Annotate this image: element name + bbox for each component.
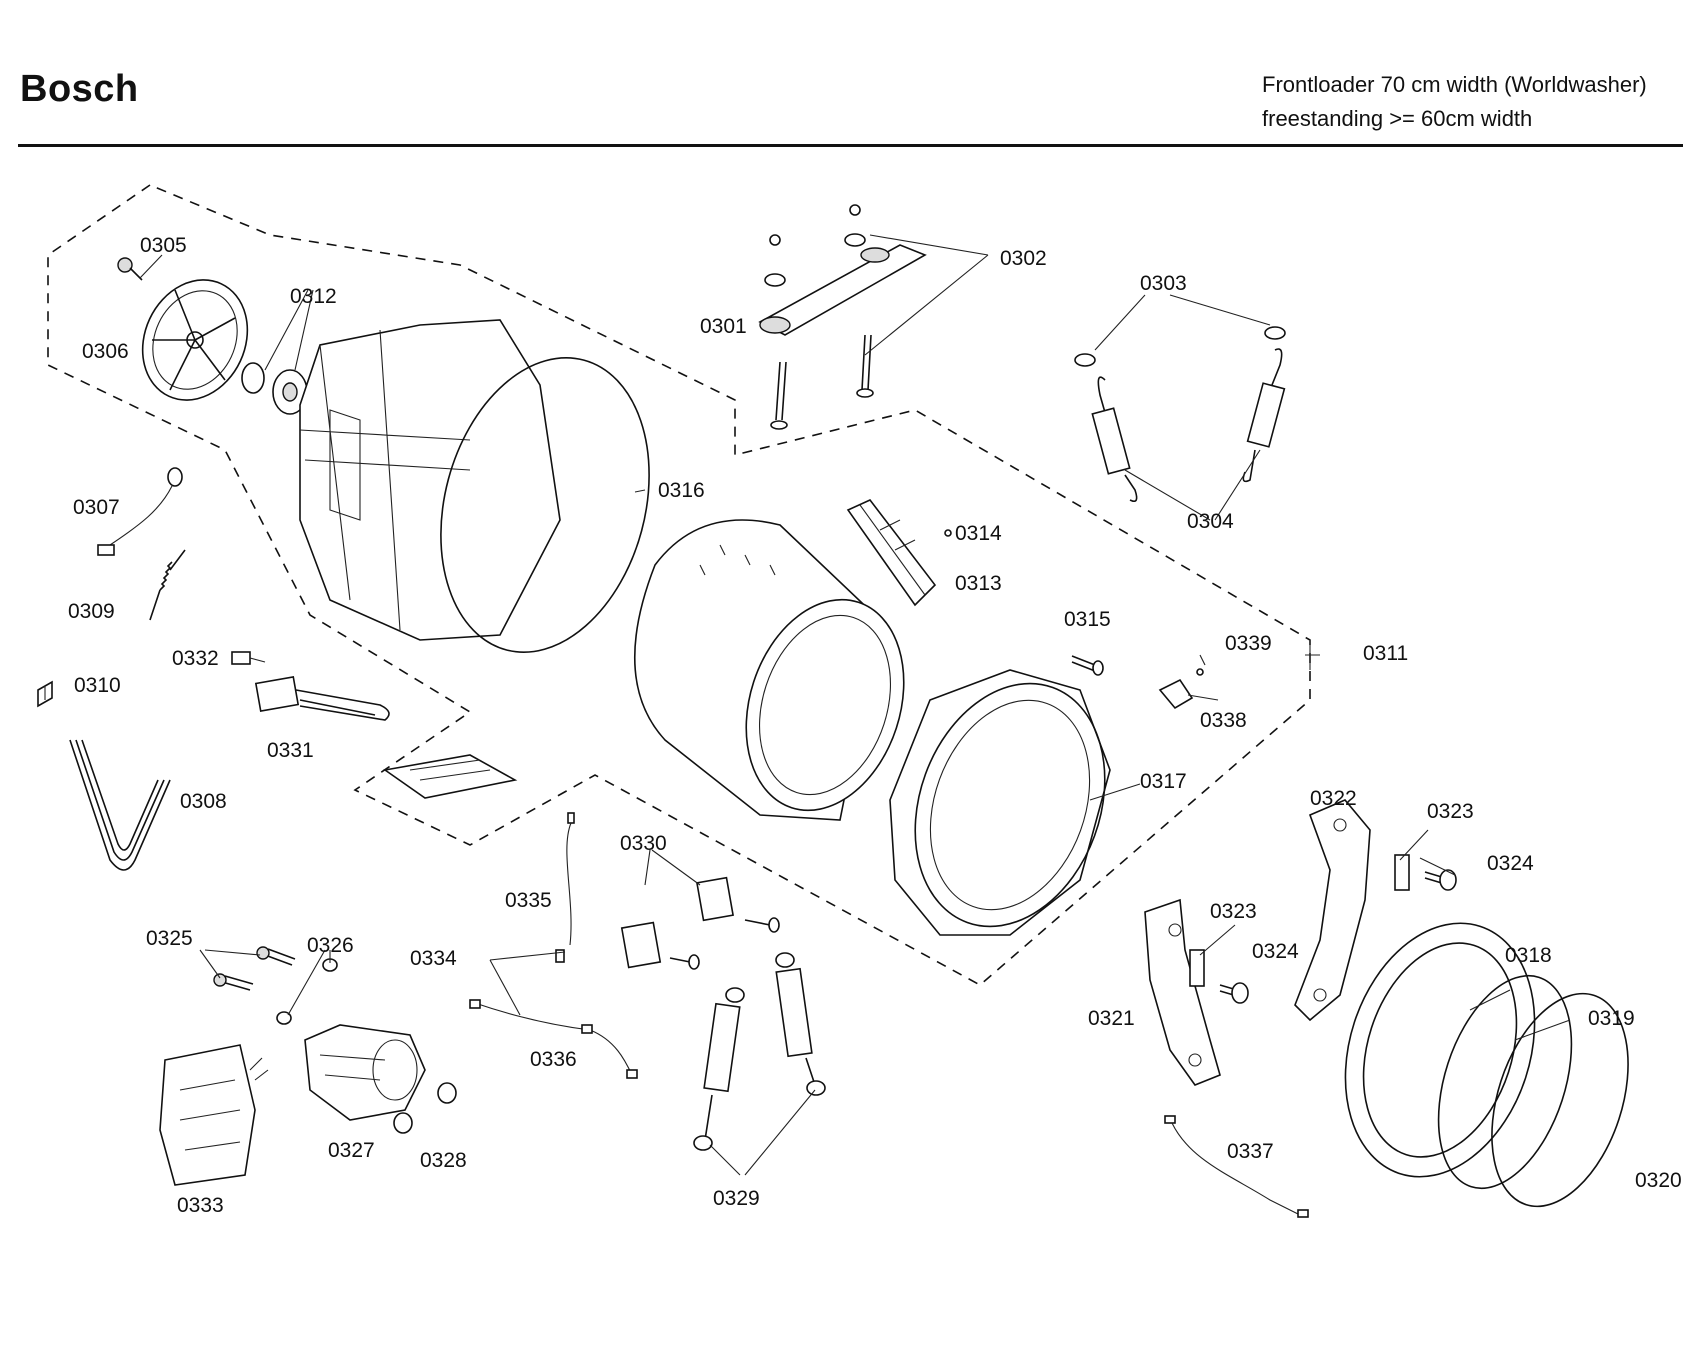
- callout-0316: 0316: [658, 479, 705, 502]
- paddle-screw: [944, 529, 952, 537]
- washing-drum: [633, 519, 905, 821]
- callout-0305: 0305: [140, 234, 187, 257]
- sensor-cable: [555, 812, 575, 963]
- small-spring: [149, 549, 186, 621]
- callout-0312: 0312: [290, 285, 337, 308]
- callout-0327: 0327: [328, 1139, 375, 1162]
- diagram-subtitle-line1: Frontloader 70 cm width (Worldwasher): [1262, 72, 1647, 97]
- callout-0336: 0336: [530, 1048, 577, 1071]
- callout-0311: 0311: [1363, 642, 1408, 665]
- callout-0323-left: 0323: [1210, 900, 1257, 923]
- callout-0339: 0339: [1225, 632, 1272, 655]
- ntc-sensor: [231, 651, 266, 665]
- callout-0320: 0320: [1635, 1169, 1682, 1192]
- callout-0331: 0331: [267, 739, 314, 762]
- callout-0324-right: 0324: [1487, 852, 1534, 875]
- motor-washers: [276, 958, 338, 1025]
- door-seal-ring: [1437, 974, 1573, 1190]
- callout-0317: 0317: [1140, 770, 1187, 793]
- tub-screw: [1071, 655, 1104, 676]
- callout-0326: 0326: [307, 934, 354, 957]
- pulley-wheel: [141, 279, 249, 401]
- callout-0310: 0310: [74, 674, 121, 697]
- door-cable: [1164, 1115, 1309, 1218]
- suspension-springs: [1091, 348, 1286, 503]
- tub-mount-plate: [382, 754, 518, 799]
- callout-0338: 0338: [1200, 709, 1247, 732]
- cable-clip: [37, 680, 53, 708]
- callout-0333: 0333: [177, 1194, 224, 1217]
- callout-0308: 0308: [180, 790, 227, 813]
- door-glass-ring: [1491, 992, 1629, 1208]
- tub-clip: [1158, 678, 1194, 710]
- callout-0318: 0318: [1505, 944, 1552, 967]
- callout-0325: 0325: [146, 927, 193, 950]
- shock-mount-brackets: [620, 876, 780, 970]
- drive-belt: [69, 739, 171, 871]
- callout-0315: 0315: [1064, 608, 1111, 631]
- pulley-bolt: [117, 257, 143, 281]
- drive-motor: [304, 1024, 426, 1121]
- sensor-wire: [97, 467, 183, 556]
- shock-absorbers: [693, 952, 826, 1151]
- callout-0323-right: 0323: [1427, 800, 1474, 823]
- small-screw: [1196, 668, 1204, 676]
- drum-bearings: [241, 362, 308, 415]
- door-hinge-lower: [1144, 898, 1221, 1086]
- callout-0304: 0304: [1187, 510, 1234, 533]
- callout-0307: 0307: [73, 496, 120, 519]
- drum-paddle: [846, 499, 937, 607]
- callout-0319: 0319: [1588, 1007, 1635, 1030]
- callout-0303: 0303: [1140, 272, 1187, 295]
- hinge-screws: [1219, 869, 1457, 1004]
- leader-lines: [139, 234, 1571, 1176]
- callout-0309: 0309: [68, 600, 115, 623]
- bracket-washers: [764, 204, 866, 287]
- hinge-pads: [1189, 854, 1410, 987]
- motor-bushings: [393, 1082, 457, 1134]
- heating-element: [254, 675, 390, 721]
- motor-control-module: [159, 1044, 269, 1186]
- diagram-subtitle-line2: freestanding >= 60cm width: [1262, 106, 1533, 131]
- callout-0334: 0334: [410, 947, 457, 970]
- callout-0329: 0329: [713, 1187, 760, 1210]
- callout-0330: 0330: [620, 832, 667, 855]
- counterweight-bracket: [758, 244, 927, 336]
- tub-seal-ring: [440, 357, 650, 653]
- callout-0314: 0314: [955, 522, 1002, 545]
- callout-0306: 0306: [82, 340, 129, 363]
- motor-bolts: [213, 946, 296, 991]
- door-hinge-upper: [1294, 799, 1371, 1022]
- callout-0302: 0302: [1000, 247, 1047, 270]
- door-frame: [1344, 922, 1536, 1178]
- callout-0337: 0337: [1227, 1140, 1274, 1163]
- callout-0313: 0313: [955, 572, 1002, 595]
- callout-0332: 0332: [172, 647, 219, 670]
- header-rule: [18, 144, 1683, 147]
- callout-0328: 0328: [420, 1149, 467, 1172]
- callout-0335: 0335: [505, 889, 552, 912]
- callout-0322: 0322: [1310, 787, 1357, 810]
- callout-0324-left: 0324: [1252, 940, 1299, 963]
- tub-group-outline: [47, 184, 1311, 986]
- callout-0301: 0301: [700, 315, 747, 338]
- callout-0321: 0321: [1088, 1007, 1135, 1030]
- rear-tub-half: [299, 319, 561, 641]
- front-tub-half: [889, 669, 1111, 936]
- bracket-bolts: [770, 334, 874, 430]
- brand-title: Bosch: [20, 68, 139, 110]
- wiring-harness: [469, 999, 638, 1079]
- spring-washers: [1074, 326, 1286, 367]
